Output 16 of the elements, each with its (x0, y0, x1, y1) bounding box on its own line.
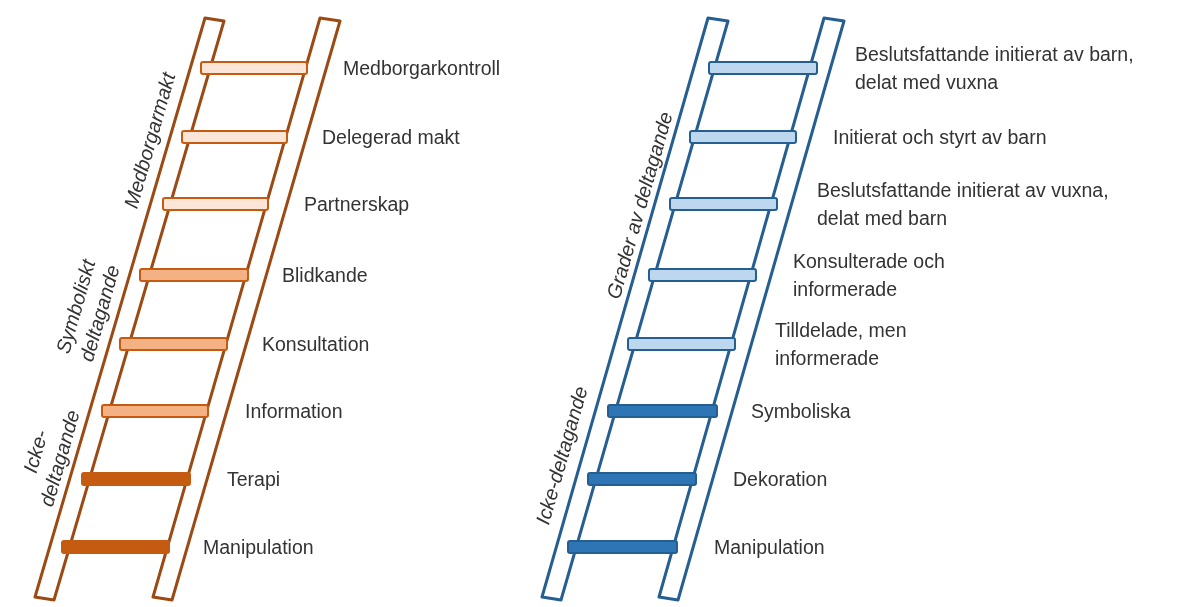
rung-label: Manipulation (203, 535, 314, 560)
rung-label: Beslutsfattande initierat av vuxna, delat med barn (817, 178, 1110, 231)
rung-label: Initierat och styrt av barn (833, 125, 1047, 150)
rung-label: Tilldelade, men informerade (775, 318, 908, 371)
rung-label: Terapi (227, 467, 281, 492)
rung-label: Symboliska (751, 399, 851, 424)
rung-label: Konsulterade och informerade (793, 249, 946, 302)
rung-label: Delegerad makt (322, 125, 460, 150)
rung-label: Medborgarkontroll (343, 56, 501, 81)
rung-label: Blidkande (282, 263, 368, 288)
rung-label: Manipulation (714, 535, 825, 560)
rung-label: Information (245, 399, 343, 424)
rung-label: Dekoration (733, 467, 828, 492)
rung-label: Konsultation (262, 332, 370, 357)
rung-label: Beslutsfattande initierat av barn, delat med vuxna (855, 42, 1135, 95)
rung-label: Partnerskap (304, 192, 410, 217)
